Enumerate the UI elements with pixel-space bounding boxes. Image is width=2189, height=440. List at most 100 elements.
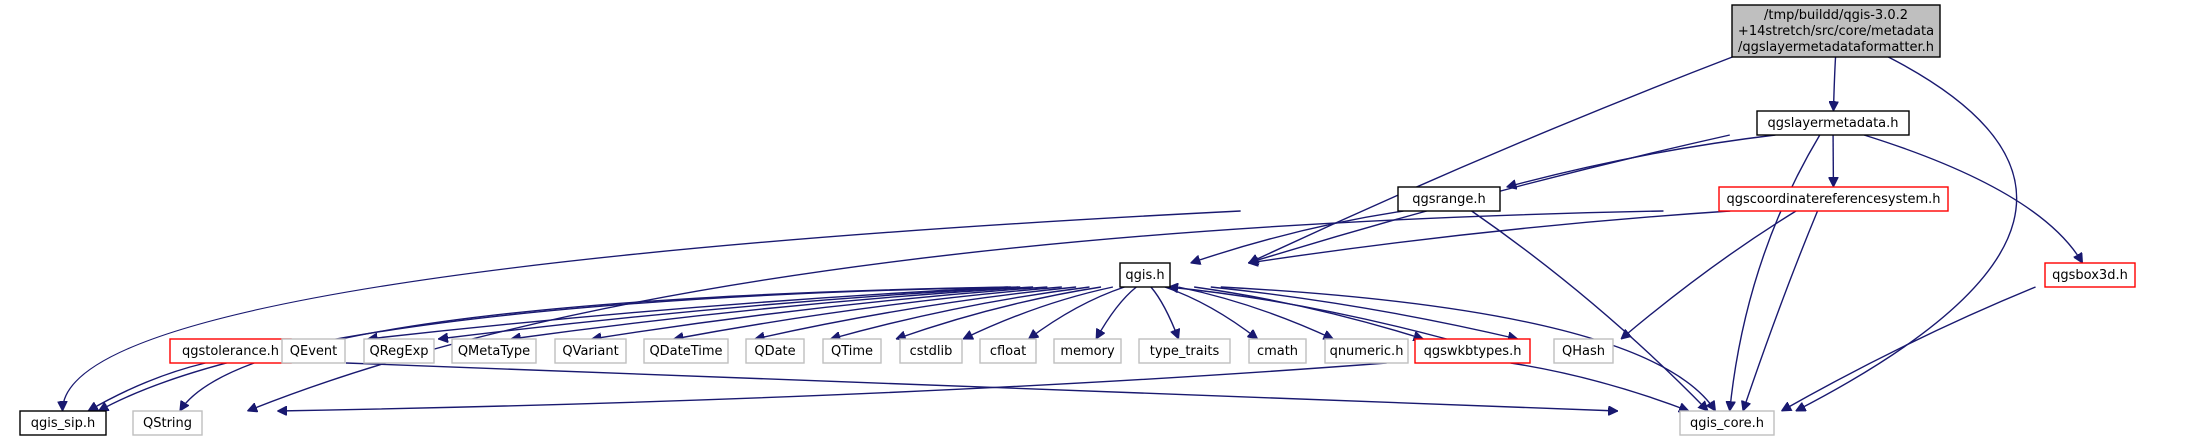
edge-qgis-to-qgstolerance (368, 286, 1008, 339)
edge-qgscrs-to-qgis (1248, 210, 1731, 263)
node-qgscrs[interactable]: qgscoordinatereferencesystem.h (1718, 186, 1949, 212)
node-QDate: QDate (745, 338, 805, 364)
node-label: QMetaType (458, 344, 530, 359)
edge-path (1210, 286, 1518, 339)
node-memory: memory (1053, 338, 1122, 364)
node-box (19, 410, 107, 436)
node-box (1324, 338, 1409, 364)
node-box (2044, 262, 2136, 288)
node-label: qgis.h (1125, 268, 1164, 283)
node-qgslayermetadata[interactable]: qgslayermetadata.h (1756, 110, 1910, 136)
edge-qgis-to-QDateTime (755, 286, 1077, 339)
edge-path (1249, 56, 1733, 263)
node-box (1414, 338, 1531, 364)
edge-qgstolerance-to-qgis_sip (88, 362, 206, 412)
node-label: qnumeric.h (1330, 344, 1404, 359)
edge-path (1471, 210, 1708, 411)
node-label: +14stretch/src/core/metadata (1738, 24, 1934, 39)
edge-qgswkbtypes-to-qgis_core (1510, 362, 1689, 411)
edge-path (831, 286, 1090, 339)
node-type_traits: type_traits (1138, 338, 1231, 364)
edge-qgis-to-qgis_core (1220, 286, 1716, 411)
edge-path (368, 286, 1008, 339)
edge-qgis-to-type_traits (1150, 286, 1179, 339)
node-qnumeric: qnumeric.h (1324, 338, 1409, 364)
node-box (1397, 186, 1501, 212)
edge-path (179, 286, 1011, 411)
node-qgstolerance[interactable]: qgstolerance.h (169, 338, 292, 364)
node-box (1138, 338, 1231, 364)
edge-qgscrs-to-QString (247, 210, 1664, 411)
edge-path (674, 286, 1062, 339)
node-box (1679, 410, 1775, 436)
node-box (1731, 4, 1941, 58)
edge-path (1029, 286, 1125, 339)
node-box (363, 338, 435, 364)
node-label: memory (1060, 344, 1115, 359)
node-root[interactable]: /tmp/buildd/qgis-3.0.2+14stretch/src/cor… (1731, 4, 1941, 58)
node-cstdlib: cstdlib (899, 338, 963, 364)
edge-path (1178, 286, 1333, 339)
edge-qgsrange-to-qgis_sip (63, 210, 1241, 411)
edge-qgis-to-QDate (831, 286, 1090, 339)
node-qgis_core: qgis_core.h (1679, 410, 1775, 436)
edge-path (1095, 286, 1137, 339)
node-QMetaType: QMetaType (451, 338, 537, 364)
node-box (822, 338, 882, 364)
node-label: qgis_sip.h (31, 416, 95, 431)
edge-qgsrange-to-qgis (1191, 210, 1404, 263)
node-box (745, 338, 805, 364)
edge-path (1248, 210, 1731, 263)
node-QEvent: QEvent (281, 338, 346, 364)
edge-qgis-to-QString (179, 286, 1011, 411)
node-label: /qgslayermetadataformatter.h (1738, 40, 1934, 55)
edge-path (1863, 134, 2084, 263)
edge-path (63, 210, 1241, 411)
edge-path (1510, 362, 1689, 411)
node-qgswkbtypes[interactable]: qgswkbtypes.h (1414, 338, 1531, 364)
edge-qgis-to-cfloat (1029, 286, 1125, 339)
node-label: QHash (1562, 344, 1605, 359)
edge-path (592, 286, 1048, 339)
edge-path (1781, 286, 2036, 412)
node-label: qgscoordinatereferencesystem.h (1726, 192, 1940, 207)
node-box (979, 338, 1037, 364)
node-qgsbox3d[interactable]: qgsbox3d.h (2044, 262, 2136, 288)
edge-qgstolerance-to-qgis_core (345, 362, 1618, 411)
node-label: /tmp/buildd/qgis-3.0.2 (1764, 8, 1908, 23)
edge-qgslayermetadata-to-qgsbox3d (1863, 134, 2084, 263)
node-box (1119, 262, 1171, 288)
edge-qgsbox3d-to-qgis_core (1781, 286, 2036, 412)
node-label: QEvent (290, 344, 337, 359)
node-QDateTime: QDateTime (643, 338, 729, 364)
node-label: qgstolerance.h (182, 344, 279, 359)
edge-path (277, 362, 1387, 411)
node-qgsrange[interactable]: qgsrange.h (1397, 186, 1501, 212)
node-label: qgsbox3d.h (2052, 268, 2128, 283)
edge-path (1833, 56, 1835, 111)
edge-path (1621, 210, 1797, 339)
node-label: cstdlib (910, 344, 953, 359)
node-qgis_sip[interactable]: qgis_sip.h (19, 410, 107, 436)
node-QRegExp: QRegExp (363, 338, 435, 364)
node-cmath: cmath (1248, 338, 1307, 364)
node-box (1718, 186, 1949, 212)
edge-path (511, 286, 1034, 339)
node-qgis[interactable]: qgis.h (1119, 262, 1171, 288)
edge-qgis-to-QTime (896, 286, 1102, 339)
node-box (643, 338, 729, 364)
node-box (1053, 338, 1122, 364)
edge-path (247, 210, 1664, 411)
node-box (1756, 110, 1910, 136)
edge-path (1168, 287, 1447, 340)
edge-path (1191, 210, 1404, 263)
edge-qgis-to-QHash (1210, 286, 1518, 339)
node-label: QVariant (562, 344, 618, 359)
edge-qgis-to-QRegExp (511, 286, 1034, 339)
nodes-layer: /tmp/buildd/qgis-3.0.2+14stretch/src/cor… (19, 4, 2136, 436)
node-box (281, 338, 346, 364)
edge-path (1150, 286, 1179, 339)
node-box (169, 338, 292, 364)
edge-path (896, 286, 1102, 339)
